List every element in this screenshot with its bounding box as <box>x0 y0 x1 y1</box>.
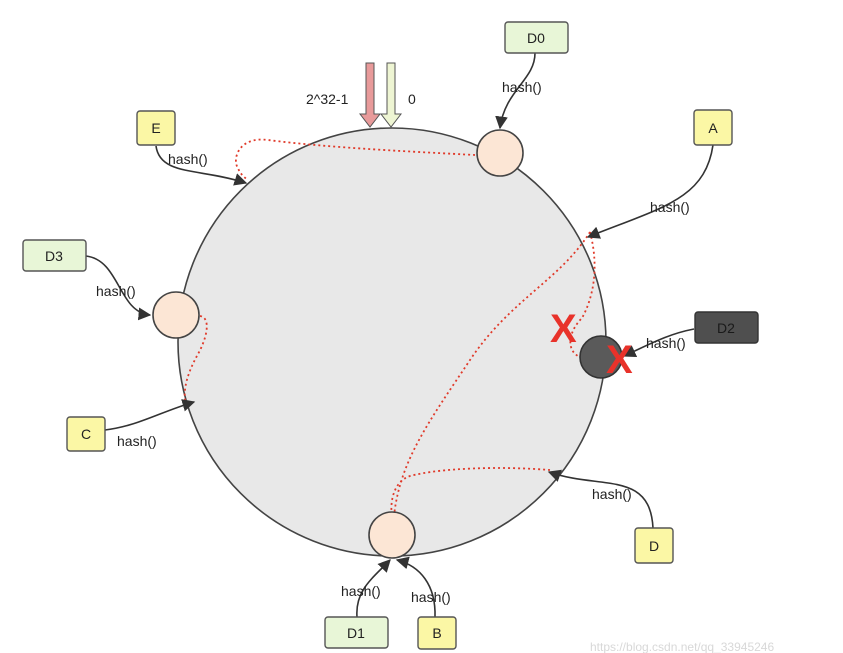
server-node-top[interactable] <box>476 129 524 177</box>
data-box-d3-label: D3 <box>45 248 63 264</box>
arrow-d1 <box>356 559 391 618</box>
data-box-d2-label: D2 <box>717 320 735 336</box>
arrow-d2 <box>622 328 695 357</box>
node-box-a-label: A <box>708 120 718 136</box>
node-box-d[interactable]: D <box>634 527 674 564</box>
arrow-a <box>586 144 714 239</box>
data-box-d3[interactable]: D3 <box>22 239 87 272</box>
max-value-arrow <box>358 62 382 128</box>
arrow-e <box>155 145 248 186</box>
arrow-d <box>547 469 654 529</box>
removed-path-x-mark: X <box>550 307 577 351</box>
node-box-b-label: B <box>432 625 441 641</box>
hash-label-c: hash() <box>117 433 157 449</box>
data-box-d0-label: D0 <box>527 30 545 46</box>
hash-label-d: hash() <box>592 486 632 502</box>
node-box-e[interactable]: E <box>136 110 176 146</box>
arrow-b <box>395 556 436 618</box>
watermark: https://blog.csdn.net/qq_33945246 <box>590 640 774 653</box>
path-c-to-left-node <box>183 315 208 405</box>
zero-value-label: 0 <box>408 91 416 107</box>
arrow-c <box>104 399 196 431</box>
hash-label-a: hash() <box>650 199 690 215</box>
zero-value-arrow <box>379 62 403 128</box>
arrow-d3 <box>85 255 152 321</box>
ring-origin-arrows: 2^32-1 0 <box>306 62 416 128</box>
failed-node-x-mark: X <box>606 338 633 382</box>
hash-arrows <box>85 52 714 618</box>
data-box-d2[interactable]: D2 <box>694 311 759 344</box>
server-node-bottom[interactable] <box>368 511 416 559</box>
path-e-to-top-node <box>235 138 476 181</box>
node-box-b[interactable]: B <box>417 616 457 650</box>
node-box-c-label: C <box>81 426 91 442</box>
node-box-c[interactable]: C <box>66 416 106 452</box>
max-value-label: 2^32-1 <box>306 91 349 107</box>
data-box-d0[interactable]: D0 <box>504 21 569 54</box>
hash-ring <box>177 127 607 557</box>
node-box-e-label: E <box>151 120 160 136</box>
mapping-paths <box>183 138 596 517</box>
data-box-d1[interactable]: D1 <box>324 616 389 649</box>
server-node-left[interactable] <box>152 291 200 339</box>
failed-server-node[interactable] <box>579 335 623 379</box>
hash-label-d0: hash() <box>502 79 542 95</box>
path-a-to-failed-node <box>569 231 596 359</box>
path-a-to-bottom-node <box>393 231 591 517</box>
arrow-d0 <box>495 52 536 130</box>
hash-label-d1: hash() <box>341 583 381 599</box>
data-box-d1-label: D1 <box>347 625 365 641</box>
node-box-d-label: D <box>649 538 659 554</box>
hash-label-d3: hash() <box>96 283 136 299</box>
hash-label-d2: hash() <box>646 335 686 351</box>
hash-label-e: hash() <box>168 151 208 167</box>
hash-label-b: hash() <box>411 589 451 605</box>
node-box-a[interactable]: A <box>693 109 733 146</box>
